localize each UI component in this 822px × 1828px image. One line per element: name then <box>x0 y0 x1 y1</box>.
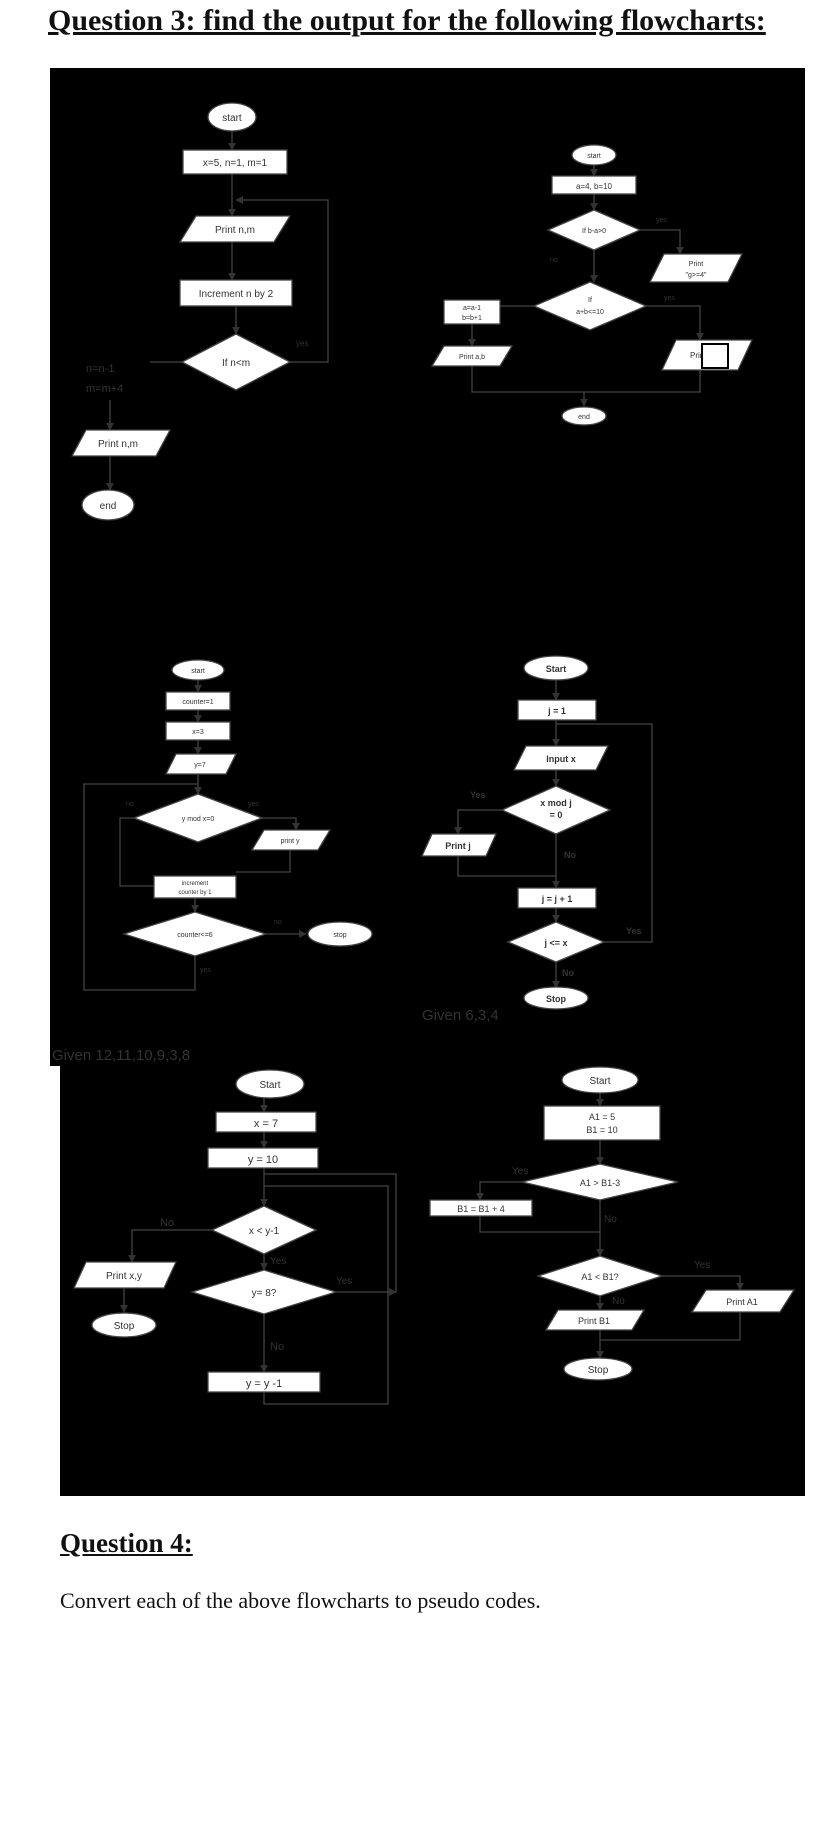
fc5-decrement: y = y -1 <box>246 1378 282 1390</box>
fc4-input: Input x <box>546 754 576 764</box>
fc6-no2: No <box>612 1296 625 1307</box>
fc2-end: end <box>578 414 590 421</box>
fc5-cond1: x < y-1 <box>249 1226 280 1237</box>
flowcharts-figure: start x=5, n=1, m=1 Print n,m Increment … <box>50 68 805 1496</box>
fc6-no: No <box>604 1214 617 1225</box>
fc4-cond2: j <= x <box>543 938 567 948</box>
fc5-stop: Stop <box>114 1321 135 1332</box>
fc4-cond-l1: x mod j <box>540 798 572 808</box>
fc2-print-right: Print <box>689 261 703 268</box>
fc2-start: start <box>587 153 601 160</box>
fc6-cond1: A1 > B1-3 <box>580 1178 620 1188</box>
fc5-yes: Yes <box>270 1256 286 1267</box>
fc3-cond2: counter<=6 <box>177 932 213 939</box>
fc5-no: No <box>160 1217 174 1229</box>
flowchart-2: start a=4, b=10 If b-a>0 yes no Print "g… <box>430 144 754 426</box>
fc6-yes: Yes <box>512 1166 528 1177</box>
fc5-print: Print x,y <box>106 1271 142 1282</box>
fc1-end: end <box>100 501 117 512</box>
flowchart-6: Start A1 = 5 B1 = 10 A1 > B1-3 Yes B1 = … <box>429 1066 796 1381</box>
fc6-print-a: Print A1 <box>726 1297 758 1307</box>
fc3-given: Given 12,11,10,9,3,8 <box>52 1047 190 1064</box>
fc3-counter: counter=1 <box>182 699 213 706</box>
fc2-print-small: Print <box>690 351 707 360</box>
fc1-yes: yes <box>296 339 308 348</box>
fc1-init: x=5, n=1, m=1 <box>203 158 268 169</box>
fc5-init-x: x = 7 <box>254 1118 278 1130</box>
fc2-print-ab: Print a,b <box>459 354 485 361</box>
fc2-yes1: yes <box>656 217 667 224</box>
fc6-cond2: A1 < B1? <box>581 1272 618 1282</box>
fc5-start: Start <box>259 1080 280 1091</box>
fc6-init2: B1 = 10 <box>586 1125 617 1135</box>
fc1-print2: Print n,m <box>98 439 138 450</box>
fc1-condition: If n<m <box>222 358 250 369</box>
fc4-init: j = 1 <box>547 706 566 716</box>
flowchart-5: Start x = 7 y = 10 x < y-1 No Print x,y … <box>72 1069 397 1405</box>
fc3-no: no <box>126 801 134 808</box>
fc4-yes: Yes <box>470 790 486 800</box>
fc2-init: a=4, b=10 <box>576 182 613 191</box>
fc5-no2: No <box>270 1341 284 1353</box>
fc2-no1: no <box>550 257 558 264</box>
fc3-yes2: yes <box>200 967 211 974</box>
fc5-init-y: y = 10 <box>248 1154 278 1166</box>
fc6-print-b: Print B1 <box>578 1316 610 1326</box>
fc3-increment-l1: increment <box>182 881 209 887</box>
fc2-yes2: yes <box>664 295 675 302</box>
fc3-input-y: y=7 <box>194 762 206 769</box>
fc4-yes2: Yes <box>626 926 642 936</box>
fc4-given: Given 6,3,4 <box>422 1007 499 1024</box>
fc1-start: start <box>222 113 242 124</box>
question-4-text: Convert each of the above flowcharts to … <box>60 1588 541 1613</box>
fc1-assign2: m=m+4 <box>86 383 123 395</box>
fc5-cond2: y= 8? <box>252 1288 277 1299</box>
flowchart-4: Start j = 1 Input x x mod j = 0 Yes Prin… <box>420 655 653 1024</box>
fc3-input-x: x=3 <box>192 729 204 736</box>
flowchart-1: start x=5, n=1, m=1 Print n,m Increment … <box>70 102 329 521</box>
fc3-start: start <box>191 668 205 675</box>
fc1-print1: Print n,m <box>215 225 255 236</box>
fc6-assign: B1 = B1 + 4 <box>457 1204 505 1214</box>
fc1-assign1: n=n-1 <box>86 363 114 375</box>
fc4-print: Print j <box>445 841 471 851</box>
fc3-condition: y mod x=0 <box>182 816 215 823</box>
flowchart-3: start counter=1 x=3 y=7 y mod x=0 no yes… <box>52 659 373 1064</box>
question-3-title: Question 3: find the output for the foll… <box>48 4 766 37</box>
fc2-print-right-2: "g>=4" <box>686 272 707 279</box>
fc4-start: Start <box>546 664 567 674</box>
question-4-title: Question 4: <box>60 1528 193 1558</box>
fc3-yes: yes <box>248 801 259 808</box>
fc3-print-y: print y <box>280 838 300 845</box>
fc6-yes2: Yes <box>694 1260 710 1271</box>
fc4-stop: Stop <box>546 994 566 1004</box>
fc2-cond1: If b-a>0 <box>582 228 606 235</box>
fc6-stop: Stop <box>588 1365 609 1376</box>
fc2-assign1: a=a-1 <box>463 305 481 312</box>
fc4-increment: j = j + 1 <box>541 894 573 904</box>
fc2-assign2: b=b+1 <box>462 315 482 322</box>
fc5-yes2: Yes <box>336 1276 352 1287</box>
fc2-cond2-l2: a+b<=10 <box>576 309 604 316</box>
fc3-no2: no <box>274 919 282 926</box>
fc1-increment: Increment n by 2 <box>199 289 274 300</box>
fc4-no: No <box>564 850 576 860</box>
fc4-no2: No <box>562 968 574 978</box>
fc3-increment-l2: counter by 1 <box>178 890 212 896</box>
fc6-init1: A1 = 5 <box>589 1112 615 1122</box>
fc2-cond2-l1: If <box>588 297 592 304</box>
fc3-stop: stop <box>333 932 346 939</box>
fc4-cond-l2: = 0 <box>550 810 563 820</box>
fc6-start: Start <box>589 1076 610 1087</box>
